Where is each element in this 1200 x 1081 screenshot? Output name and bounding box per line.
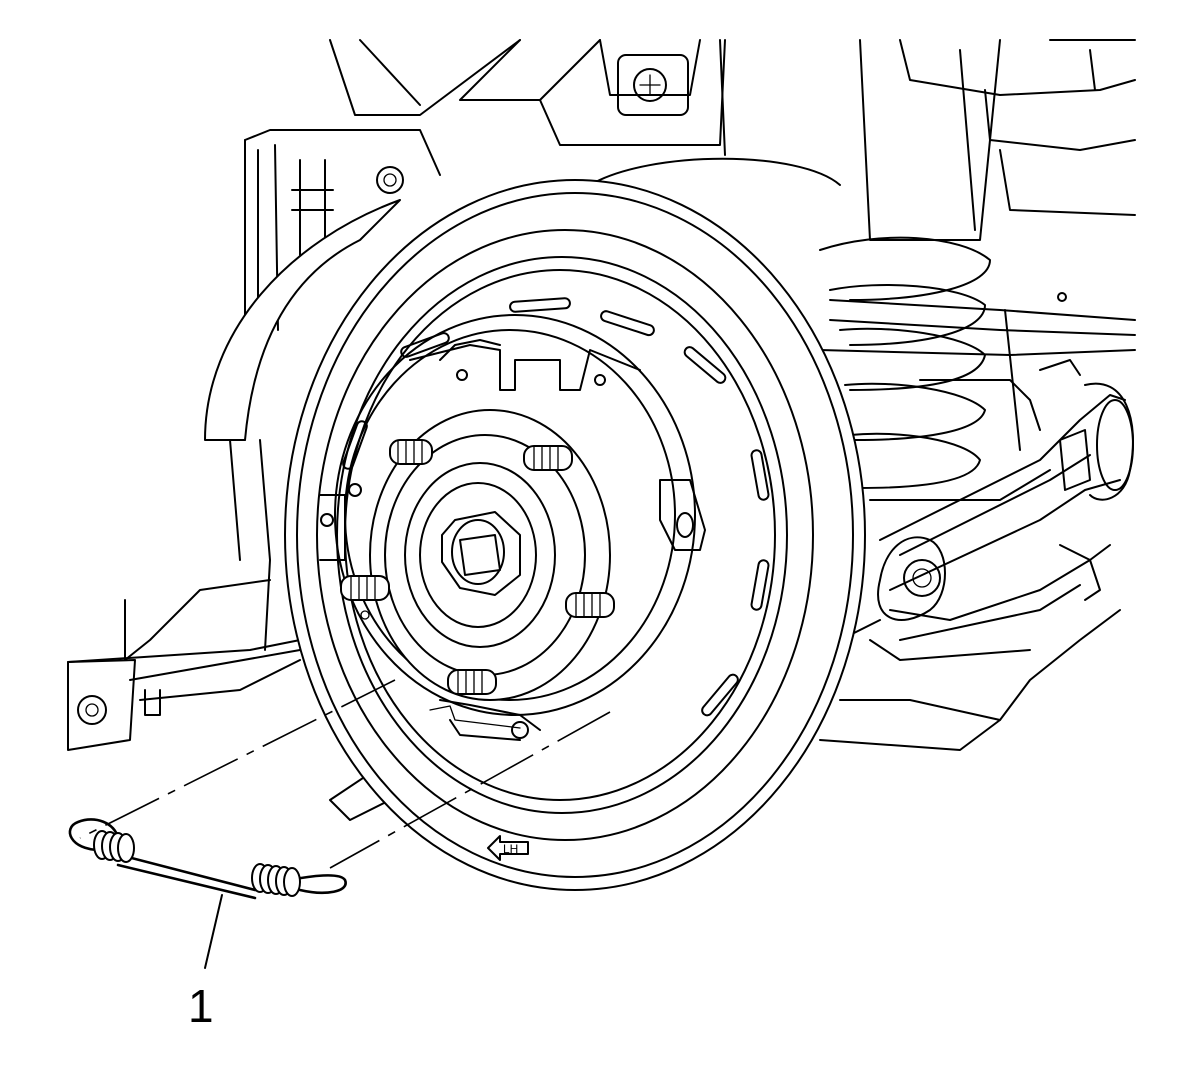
wheel-hub xyxy=(340,409,615,701)
callout-1-label: 1 xyxy=(188,980,214,1032)
spring-coil-left xyxy=(93,830,135,863)
callout-leader-line xyxy=(204,894,223,969)
vehicle-frame xyxy=(67,39,1136,751)
left-arrow-icon xyxy=(487,835,529,861)
brake-shoe-spring xyxy=(68,818,347,900)
lh-label: LH xyxy=(503,842,518,856)
control-arm xyxy=(869,359,1134,641)
rotor-slots xyxy=(342,297,770,717)
callout-1: 1 xyxy=(188,894,223,1032)
installation-centerlines xyxy=(79,679,611,869)
lh-direction-marker: LH xyxy=(487,835,529,861)
spring-coil-right xyxy=(251,863,301,897)
coil-spring xyxy=(589,157,1136,489)
wheel-studs xyxy=(340,439,615,695)
